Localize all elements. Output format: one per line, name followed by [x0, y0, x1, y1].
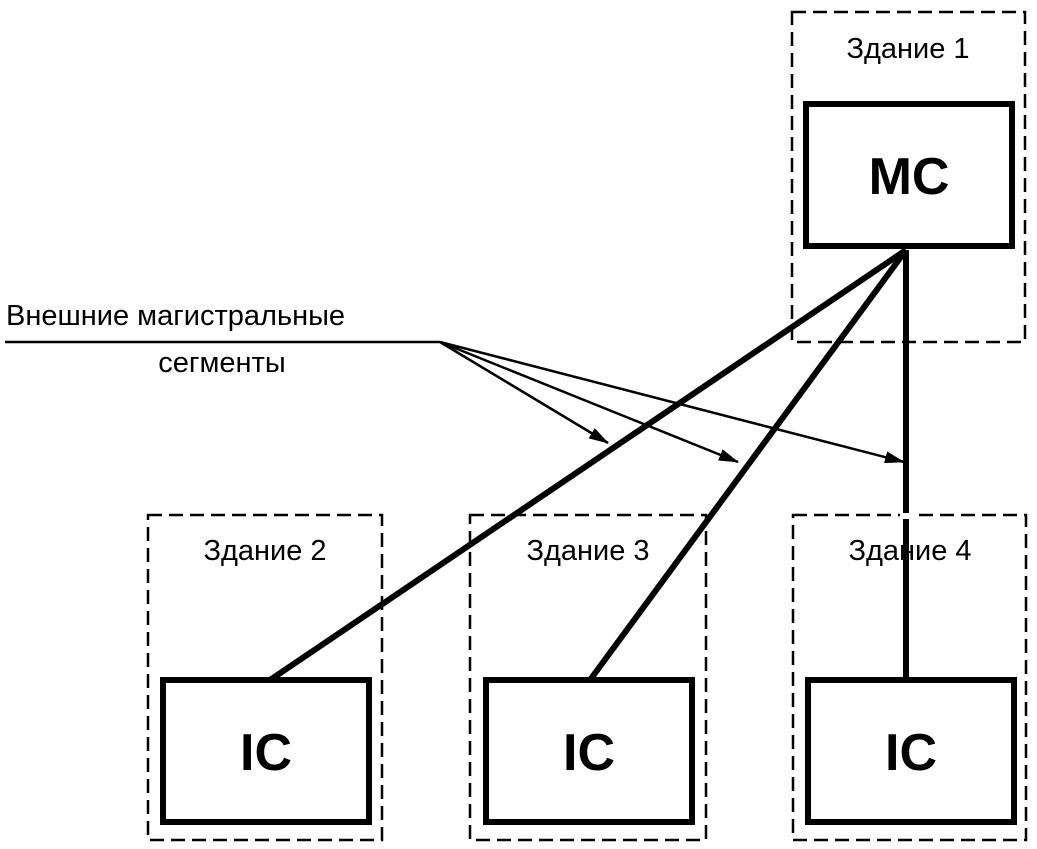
mc-box — [803, 101, 1015, 249]
ic-box-building-2 — [160, 677, 372, 825]
caption-line-1: Внешние магистральные — [6, 300, 345, 332]
caption-line-2: сегменты — [158, 347, 285, 379]
ic-label-building-4: IC — [885, 724, 937, 782]
pointer-arrow-building-2 — [439, 340, 609, 445]
building-3-frame — [468, 513, 708, 842]
pointer-arrow-building-3 — [439, 340, 739, 464]
backbone-segment-building-2 — [268, 247, 908, 683]
building-3-label: Здание 3 — [526, 535, 649, 567]
pointer-arrow-building-4 — [439, 340, 905, 464]
building-4-label: Здание 4 — [848, 535, 971, 567]
backbone-segment-building-3 — [587, 248, 909, 682]
building-1-label: Здание 1 — [846, 33, 969, 65]
frame-gap — [900, 513, 913, 519]
ic-label-building-2: IC — [240, 724, 292, 782]
ic-label-building-3: IC — [563, 724, 615, 782]
ic-box-building-3 — [483, 677, 695, 825]
ic-box-building-4 — [805, 677, 1017, 825]
building-2-label: Здание 2 — [203, 535, 326, 567]
building-2-frame — [146, 513, 384, 842]
mc-label: MC — [869, 148, 950, 206]
